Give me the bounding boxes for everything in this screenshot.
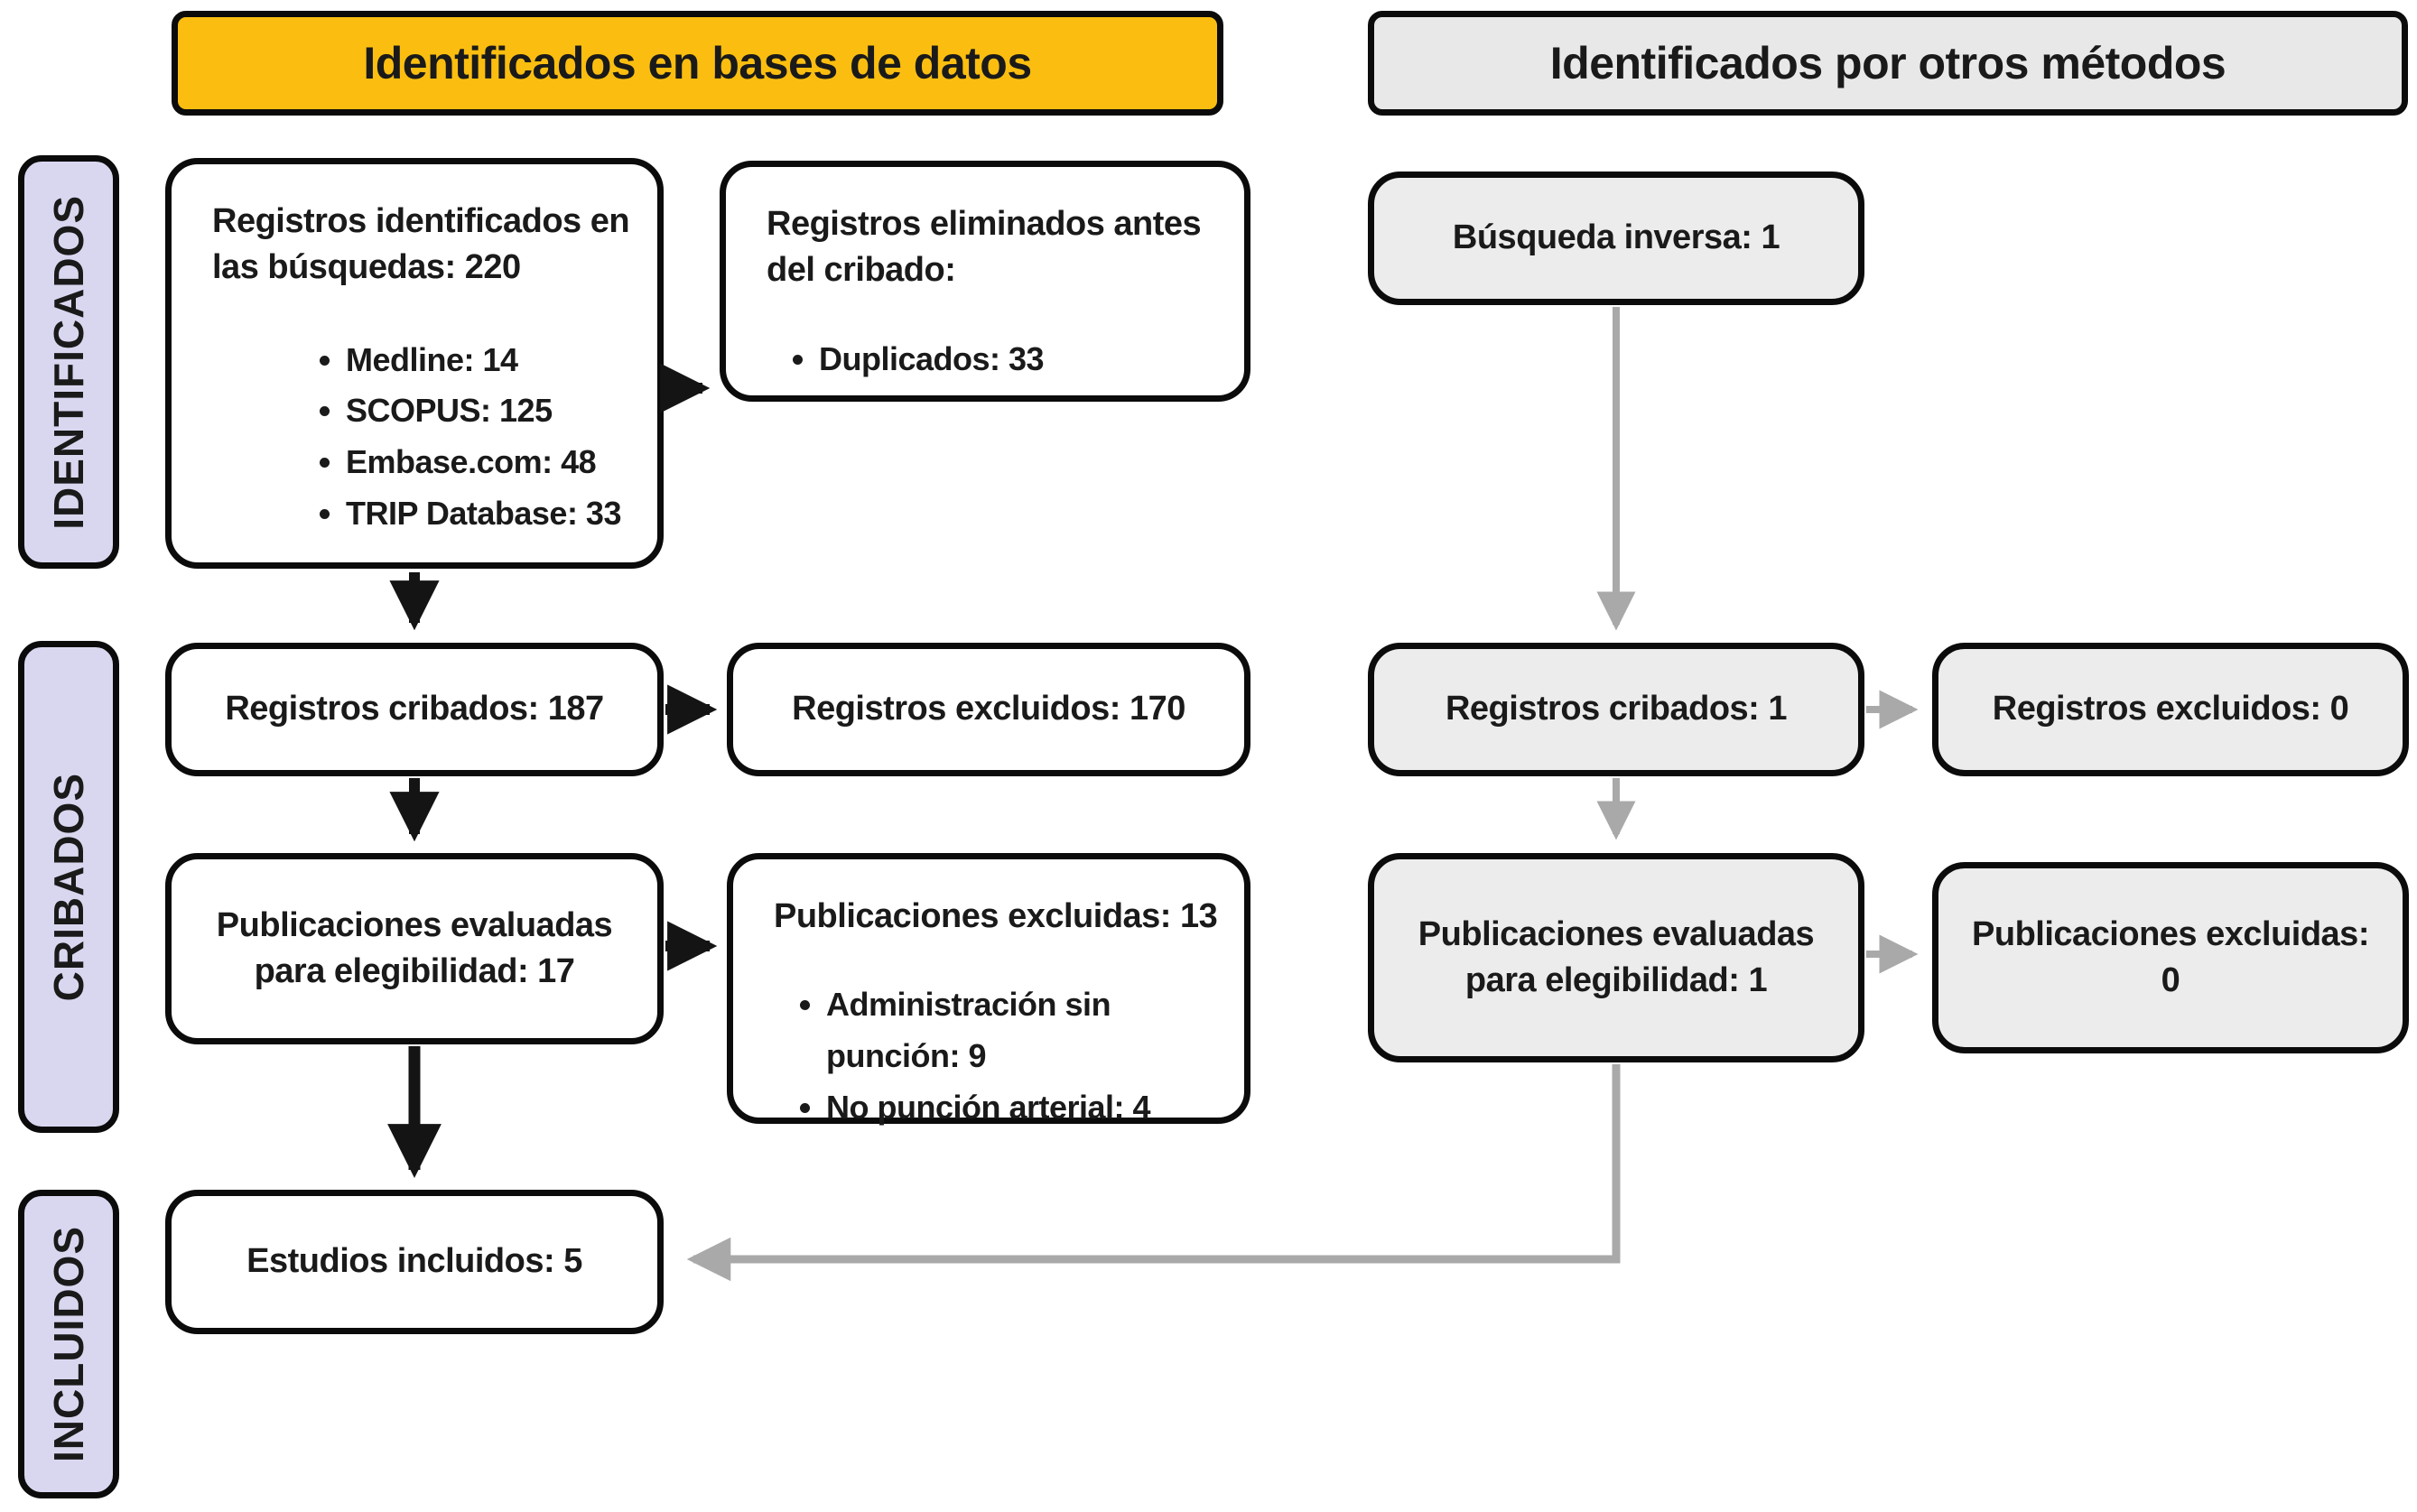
box-records-identified-bullets: Medline: 14SCOPUS: 125Embase.com: 48TRIP… [319, 335, 630, 541]
stage-label-identificados: IDENTIFICADOS [18, 155, 119, 569]
box-publications-excluded-db-title: Publicaciones excluidas: 13 [774, 897, 1218, 935]
header-other-methods-label: Identificados por otros métodos [1549, 38, 2226, 88]
header-databases: Identificados en bases de datos [172, 11, 1223, 116]
stage-label-cribados: CRIBADOS [18, 641, 119, 1133]
box-publications-assessed-db-text: Publicaciones evaluadas para elegibilida… [216, 905, 613, 990]
box-records-identified: Registros identificados en las búsquedas… [165, 158, 664, 569]
bullet-item: Medline: 14 [346, 335, 630, 386]
box-publications-assessed-db: Publicaciones evaluadas para elegibilida… [165, 853, 664, 1044]
box-publications-assessed-other: Publicaciones evaluadas para elegibilida… [1368, 853, 1864, 1062]
box-studies-included: Estudios incluidos: 5 [165, 1190, 664, 1334]
box-publications-excluded-db: Publicaciones excluidas: 13 Administraci… [727, 853, 1250, 1126]
stage-label-incluidos: INCLUIDOS [18, 1190, 119, 1498]
bullet-item: SCOPUS: 125 [346, 385, 630, 437]
box-records-screened-other-text: Registros cribados: 1 [1445, 690, 1788, 728]
box-records-excluded-other-text: Registros excluidos: 0 [1992, 690, 2349, 728]
box-publications-excluded-other-text: Publicaciones excluidas: 0 [1972, 914, 2369, 999]
stage-label-cribados-text: CRIBADOS [45, 772, 92, 1002]
bullet-item: Administración sin punción: 9 [826, 979, 1217, 1082]
header-other-methods: Identificados por otros métodos [1368, 11, 2408, 116]
bullet-item: No punción arterial: 4 [826, 1082, 1217, 1134]
box-studies-included-text: Estudios incluidos: 5 [246, 1242, 582, 1281]
box-records-identified-title: Registros identificados en las búsquedas… [212, 202, 630, 287]
box-publications-excluded-other: Publicaciones excluidas: 0 [1932, 862, 2409, 1053]
box-reverse-search: Búsqueda inversa: 1 [1368, 172, 1864, 305]
header-databases-label: Identificados en bases de datos [363, 38, 1032, 88]
box-records-removed-bullets: Duplicados: 33 [792, 334, 1217, 385]
box-publications-assessed-other-text: Publicaciones evaluadas para elegibilida… [1418, 914, 1815, 999]
stage-label-identificados-text: IDENTIFICADOS [45, 194, 92, 530]
box-reverse-search-text: Búsqueda inversa: 1 [1452, 218, 1780, 257]
box-publications-excluded-db-bullets: Administración sin punción: 9No punción … [799, 979, 1217, 1134]
box-records-screened-db: Registros cribados: 187 [165, 643, 664, 776]
box-records-excluded-other: Registros excluidos: 0 [1932, 643, 2409, 776]
box-records-screened-other: Registros cribados: 1 [1368, 643, 1864, 776]
bullet-item: TRIP Database: 33 [346, 488, 630, 540]
stage-label-incluidos-text: INCLUIDOS [45, 1226, 92, 1462]
bullet-item: Duplicados: 33 [819, 334, 1217, 385]
box-records-excluded-db: Registros excluidos: 170 [727, 643, 1250, 776]
box-records-removed: Registros eliminados antes del cribado: … [720, 161, 1250, 402]
box-records-screened-db-text: Registros cribados: 187 [225, 690, 604, 728]
bullet-item: Embase.com: 48 [346, 437, 630, 488]
box-records-excluded-db-text: Registros excluidos: 170 [792, 690, 1185, 728]
box-records-removed-title: Registros eliminados antes del cribado: [767, 205, 1202, 290]
